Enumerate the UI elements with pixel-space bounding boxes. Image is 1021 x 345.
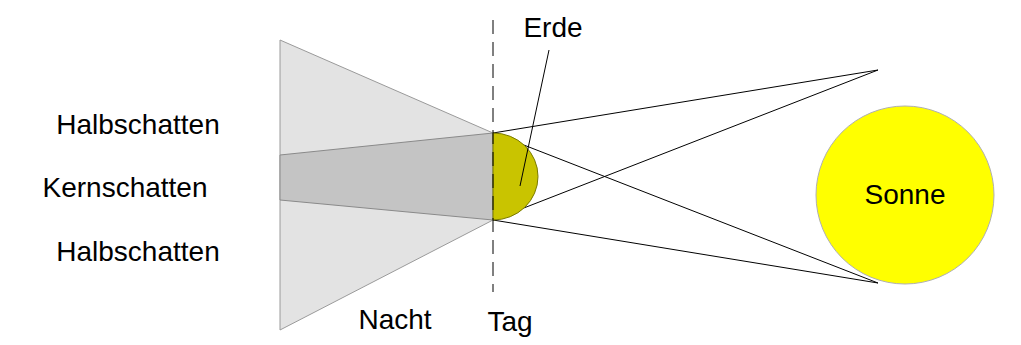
earth-shape: [493, 133, 538, 220]
side-label: Tag: [487, 306, 532, 338]
region-label: Halbschatten: [56, 236, 219, 268]
node-text: Sonne: [865, 179, 946, 211]
penumbra-region: [280, 40, 493, 330]
light-ray: [493, 220, 878, 283]
umbra-region: [280, 133, 493, 220]
earth-label: Erde: [523, 12, 582, 44]
region-label: Halbschatten: [56, 109, 219, 141]
sun-disc: [816, 106, 994, 284]
region-label: Kernschatten: [43, 172, 208, 204]
sun-circle: Sonne: [815, 105, 995, 285]
terminator-line: [493, 20, 494, 292]
leader-line: [520, 50, 549, 186]
light-ray: [493, 70, 878, 133]
side-label: Nacht: [358, 304, 431, 336]
